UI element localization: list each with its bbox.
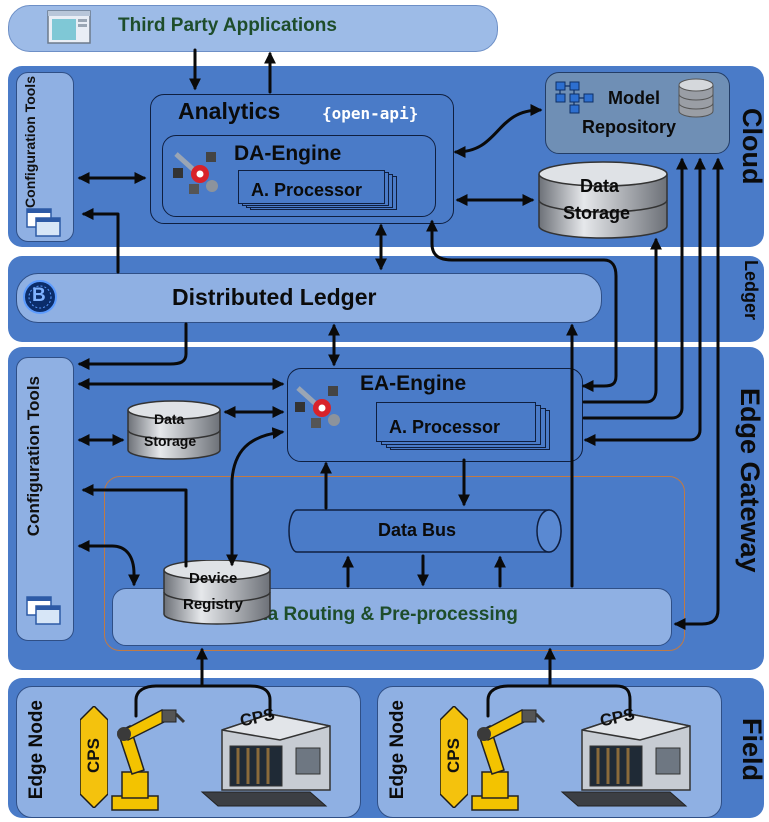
edge-gateway-layer-label: Edge Gateway — [735, 388, 765, 573]
model-repository-line1: Model — [608, 88, 660, 108]
third-party-applications-label: Third Party Applications — [118, 15, 337, 36]
arrow-ea-cloudstorage — [582, 237, 662, 404]
arrow-registry-edgeconfig — [81, 484, 188, 568]
arrow-ledger-edgeconfig — [77, 322, 188, 370]
da-processor-label: A. Processor — [251, 180, 363, 200]
cps-machine-1-icon — [200, 712, 336, 812]
edge-data-storage-line1: Data — [154, 411, 185, 427]
field-layer-label: Field — [737, 718, 767, 782]
da-engine-label: DA-Engine — [234, 142, 342, 165]
industrial-robot-1-icon — [104, 702, 188, 814]
da-engine-gear-icon — [170, 148, 224, 200]
data-bus-pipe — [287, 508, 565, 554]
ea-engine-gear-icon — [292, 382, 346, 434]
industrial-robot-2-icon — [464, 702, 548, 814]
arrow-analytics-repository — [453, 104, 543, 158]
arrow-edgeconfig-routing — [77, 540, 140, 587]
arrow-node2-routing — [486, 650, 632, 718]
blockchain-icon-letter: B — [32, 285, 46, 306]
hierarchy-icon — [554, 80, 596, 114]
cps-machine-2-icon — [560, 712, 696, 812]
cloud-config-tools-icon — [26, 208, 64, 238]
device-registry-line1: Device — [189, 570, 238, 587]
data-routing-label: Data Routing & Pre-processing — [237, 604, 518, 625]
arrow-ledger-cloudconfig — [81, 208, 120, 274]
cloud-layer-label: Cloud — [737, 108, 767, 185]
ea-processor-label: A. Processor — [389, 417, 501, 437]
analytics-open-api: {open-api} — [322, 104, 419, 123]
model-repository-line2: Repository — [582, 117, 677, 137]
analytics-title: Analytics — [178, 98, 281, 124]
edge-config-tools-box — [16, 357, 74, 641]
repository-database-icon — [676, 78, 716, 118]
blockchain-icon — [22, 279, 58, 315]
device-registry-line2: Registry — [183, 596, 244, 613]
arrow-analytics-ea — [426, 219, 618, 392]
edge-data-storage-line2: Storage — [144, 433, 197, 449]
application-window-icon — [47, 10, 91, 44]
edge-config-tools-icon — [26, 596, 64, 626]
distributed-ledger-label: Distributed Ledger — [172, 284, 377, 310]
arrow-repository-routing — [673, 157, 724, 630]
data-bus-label: Data Bus — [378, 520, 457, 540]
arrow-node1-routing — [134, 650, 272, 718]
arrow-ea-repository — [582, 157, 688, 420]
da-processor-stack — [238, 170, 398, 210]
arrow-ea-registry — [226, 427, 285, 567]
ea-processor-stack — [376, 402, 552, 452]
ledger-layer-label: Ledger — [741, 260, 761, 321]
edge-data-storage-cylinder — [126, 400, 222, 462]
